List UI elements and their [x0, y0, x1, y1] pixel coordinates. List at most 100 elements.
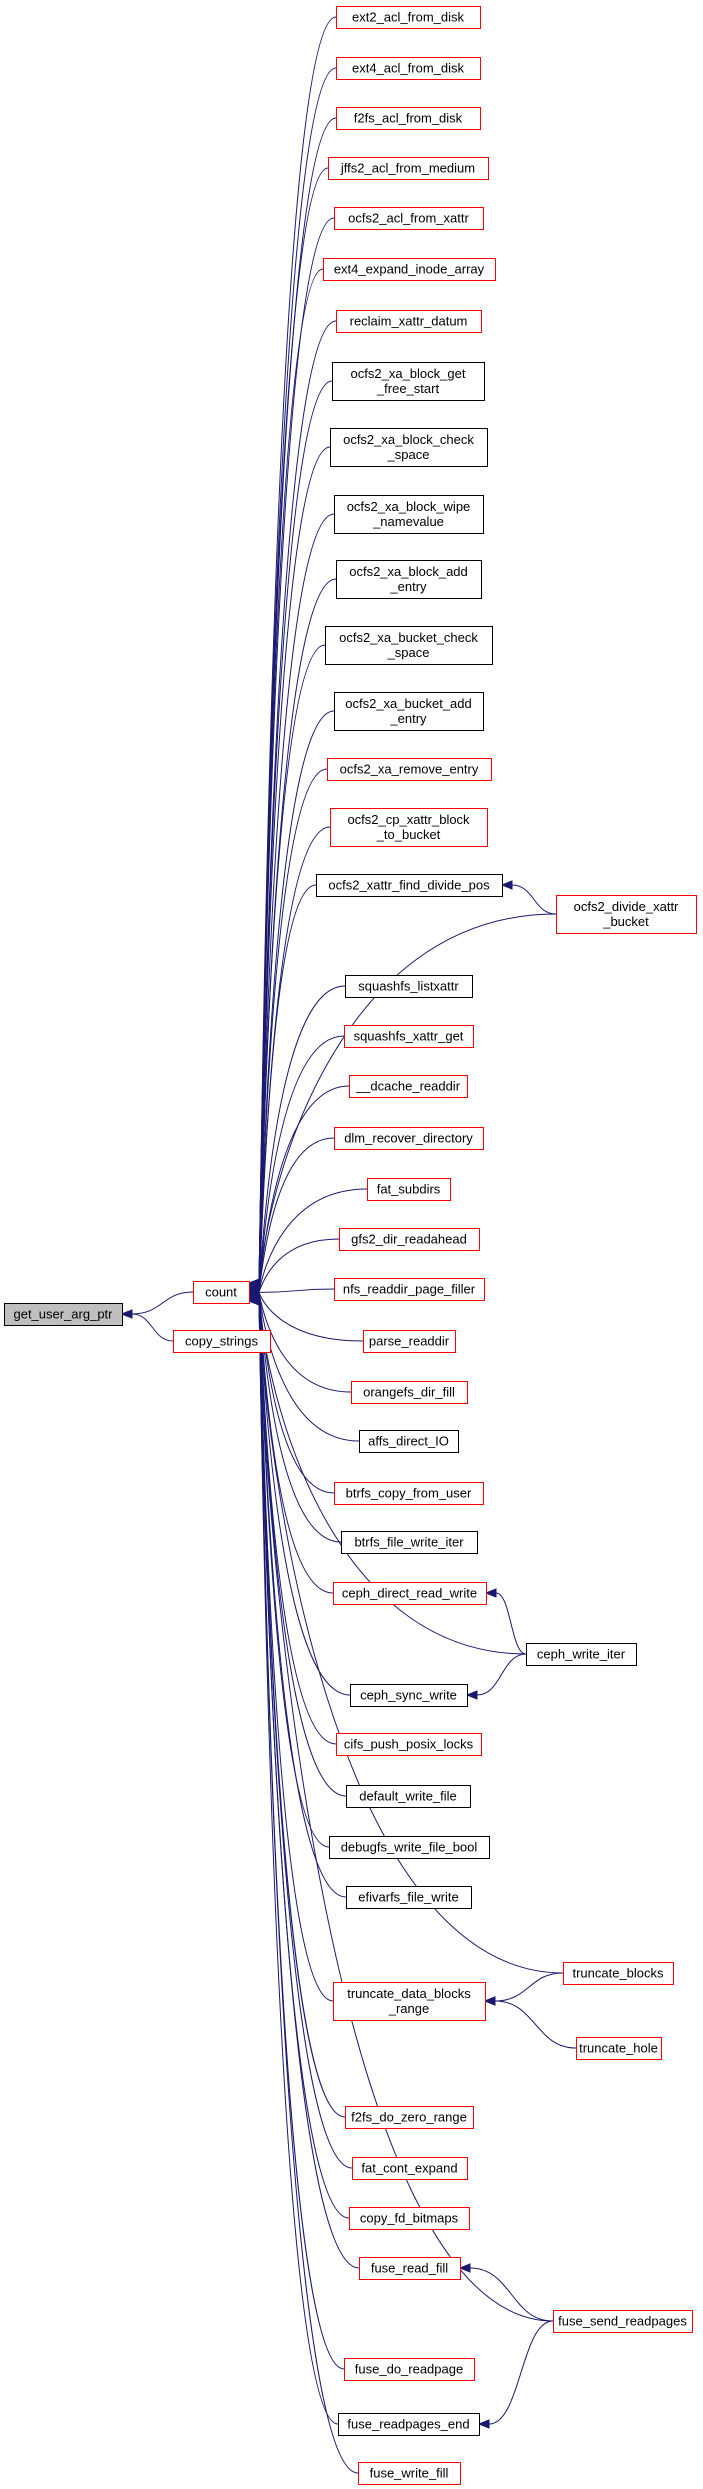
node-box[interactable]: [350, 1684, 468, 1707]
node-box[interactable]: [330, 808, 488, 847]
node-box[interactable]: [367, 1178, 451, 1201]
node-box[interactable]: [333, 1982, 486, 2021]
node-box[interactable]: [346, 1785, 471, 1808]
node-box[interactable]: [332, 362, 485, 401]
node-box[interactable]: [336, 57, 481, 80]
node-dlm-recover-directory[interactable]: dlm_recover_directory: [334, 1127, 484, 1150]
node-box[interactable]: [333, 1582, 487, 1605]
node-ocfs2-xa-bucket-check-space[interactable]: ocfs2_xa_bucket_check_space: [325, 626, 493, 665]
node-box[interactable]: [325, 626, 493, 665]
node-box[interactable]: [359, 2257, 461, 2280]
node-f2fs-do-zero-range[interactable]: f2fs_do_zero_range: [345, 2106, 474, 2129]
node-box[interactable]: [334, 1278, 485, 1301]
node-truncate-data-blocks-range[interactable]: truncate_data_blocks_range: [333, 1982, 486, 2021]
node-efivarfs-file-write[interactable]: efivarfs_file_write: [346, 1886, 472, 1909]
node-box[interactable]: [173, 1330, 271, 1353]
node-box[interactable]: [346, 1886, 472, 1909]
node-box[interactable]: [334, 1127, 484, 1150]
node-box[interactable]: [334, 207, 484, 230]
node-box[interactable]: [344, 1025, 474, 1048]
node-ext2-acl-from-disk[interactable]: ext2_acl_from_disk: [336, 6, 481, 29]
node-fat-subdirs[interactable]: fat_subdirs: [367, 1178, 451, 1201]
node-box[interactable]: [329, 1836, 490, 1859]
node-box[interactable]: [553, 2310, 693, 2333]
node-box[interactable]: [336, 107, 481, 130]
node-box[interactable]: [330, 428, 488, 467]
node-box[interactable]: [358, 2462, 461, 2485]
node-ext4-acl-from-disk[interactable]: ext4_acl_from_disk: [336, 57, 481, 80]
node-cifs-push-posix-locks[interactable]: cifs_push_posix_locks: [336, 1733, 482, 1756]
node-box[interactable]: [349, 1075, 468, 1098]
node-truncate-hole[interactable]: truncate_hole: [576, 2037, 662, 2060]
node-box[interactable]: [336, 6, 481, 29]
node-box[interactable]: [336, 560, 482, 599]
node-ocfs2-xa-block-get-free-start[interactable]: ocfs2_xa_block_get_free_start: [332, 362, 485, 401]
node-ocfs2-divide-xattr-bucket[interactable]: ocfs2_divide_xattr_bucket: [556, 895, 697, 934]
node-box[interactable]: [336, 1733, 482, 1756]
node-box[interactable]: [336, 310, 482, 333]
node-ext4-expand-inode-array[interactable]: ext4_expand_inode_array: [323, 258, 496, 281]
node-ocfs2-xa-remove-entry[interactable]: ocfs2_xa_remove_entry: [327, 758, 492, 781]
node-count[interactable]: count: [193, 1281, 250, 1304]
node-box[interactable]: [334, 1482, 484, 1505]
node-affs-direct-IO[interactable]: affs_direct_IO: [359, 1430, 459, 1453]
node-reclaim-xattr-datum[interactable]: reclaim_xattr_datum: [336, 310, 482, 333]
node-box[interactable]: [327, 758, 492, 781]
node-ocfs2-acl-from-xattr[interactable]: ocfs2_acl_from_xattr: [334, 207, 484, 230]
node-debugfs-write-file-bool[interactable]: debugfs_write_file_bool: [329, 1836, 490, 1859]
node-box[interactable]: [328, 157, 489, 180]
node-box[interactable]: [341, 1531, 478, 1554]
node-fuse-readpages-end[interactable]: fuse_readpages_end: [338, 2413, 480, 2436]
node-ceph-direct-read-write[interactable]: ceph_direct_read_write: [333, 1582, 487, 1605]
node-box[interactable]: [363, 1330, 456, 1353]
node-squashfs-xattr-get[interactable]: squashfs_xattr_get: [344, 1025, 474, 1048]
node-orangefs-dir-fill[interactable]: orangefs_dir_fill: [351, 1381, 468, 1404]
node-squashfs-listxattr[interactable]: squashfs_listxattr: [345, 975, 473, 998]
node-get-user-arg-ptr[interactable]: get_user_arg_ptr: [4, 1303, 123, 1326]
node-box[interactable]: [316, 874, 503, 897]
node-ocfs2-xattr-find-divide-pos[interactable]: ocfs2_xattr_find_divide_pos: [316, 874, 503, 897]
node-box[interactable]: [352, 2157, 468, 2180]
node-ocfs2-xa-bucket-add-entry[interactable]: ocfs2_xa_bucket_add_entry: [334, 692, 484, 731]
node-box[interactable]: [334, 495, 484, 534]
node-ocfs2-xa-block-check-space[interactable]: ocfs2_xa_block_check_space: [330, 428, 488, 467]
node-copy-fd-bitmaps[interactable]: copy_fd_bitmaps: [349, 2207, 470, 2230]
node-ocfs2-cp-xattr-block-to-bucket[interactable]: ocfs2_cp_xattr_block_to_bucket: [330, 808, 488, 847]
node-box[interactable]: [193, 1281, 250, 1304]
node-box[interactable]: [563, 1962, 674, 1985]
node-box[interactable]: [323, 258, 496, 281]
node-box[interactable]: [345, 2106, 474, 2129]
node-nfs-readdir-page-filler[interactable]: nfs_readdir_page_filler: [334, 1278, 485, 1301]
node-ocfs2-xa-block-wipe-namevalue[interactable]: ocfs2_xa_block_wipe_namevalue: [334, 495, 484, 534]
node-ocfs2-xa-block-add-entry[interactable]: ocfs2_xa_block_add_entry: [336, 560, 482, 599]
node-box[interactable]: [576, 2037, 662, 2060]
node-default-write-file[interactable]: default_write_file: [346, 1785, 471, 1808]
node---dcache-readdir[interactable]: __dcache_readdir: [349, 1075, 468, 1098]
node-gfs2-dir-readahead[interactable]: gfs2_dir_readahead: [339, 1228, 480, 1251]
node-fuse-read-fill[interactable]: fuse_read_fill: [359, 2257, 461, 2280]
node-fuse-write-fill[interactable]: fuse_write_fill: [358, 2462, 461, 2485]
node-f2fs-acl-from-disk[interactable]: f2fs_acl_from_disk: [336, 107, 481, 130]
node-jffs2-acl-from-medium[interactable]: jffs2_acl_from_medium: [328, 157, 489, 180]
node-box[interactable]: [359, 1430, 459, 1453]
node-fuse-do-readpage[interactable]: fuse_do_readpage: [344, 2358, 475, 2381]
node-truncate-blocks[interactable]: truncate_blocks: [563, 1962, 674, 1985]
node-box[interactable]: [344, 2358, 475, 2381]
node-fat-cont-expand[interactable]: fat_cont_expand: [352, 2157, 468, 2180]
node-box[interactable]: [339, 1228, 480, 1251]
node-copy-strings[interactable]: copy_strings: [173, 1330, 271, 1353]
node-btrfs-file-write-iter[interactable]: btrfs_file_write_iter: [341, 1531, 478, 1554]
node-ceph-write-iter[interactable]: ceph_write_iter: [526, 1643, 637, 1666]
node-box[interactable]: [556, 895, 697, 934]
node-box[interactable]: [4, 1303, 123, 1326]
node-parse-readdir[interactable]: parse_readdir: [363, 1330, 456, 1353]
node-box[interactable]: [345, 975, 473, 998]
node-ceph-sync-write[interactable]: ceph_sync_write: [350, 1684, 468, 1707]
node-box[interactable]: [349, 2207, 470, 2230]
node-box[interactable]: [526, 1643, 637, 1666]
node-box[interactable]: [351, 1381, 468, 1404]
node-fuse-send-readpages[interactable]: fuse_send_readpages: [553, 2310, 693, 2333]
node-box[interactable]: [338, 2413, 480, 2436]
node-box[interactable]: [334, 692, 484, 731]
node-btrfs-copy-from-user[interactable]: btrfs_copy_from_user: [334, 1482, 484, 1505]
